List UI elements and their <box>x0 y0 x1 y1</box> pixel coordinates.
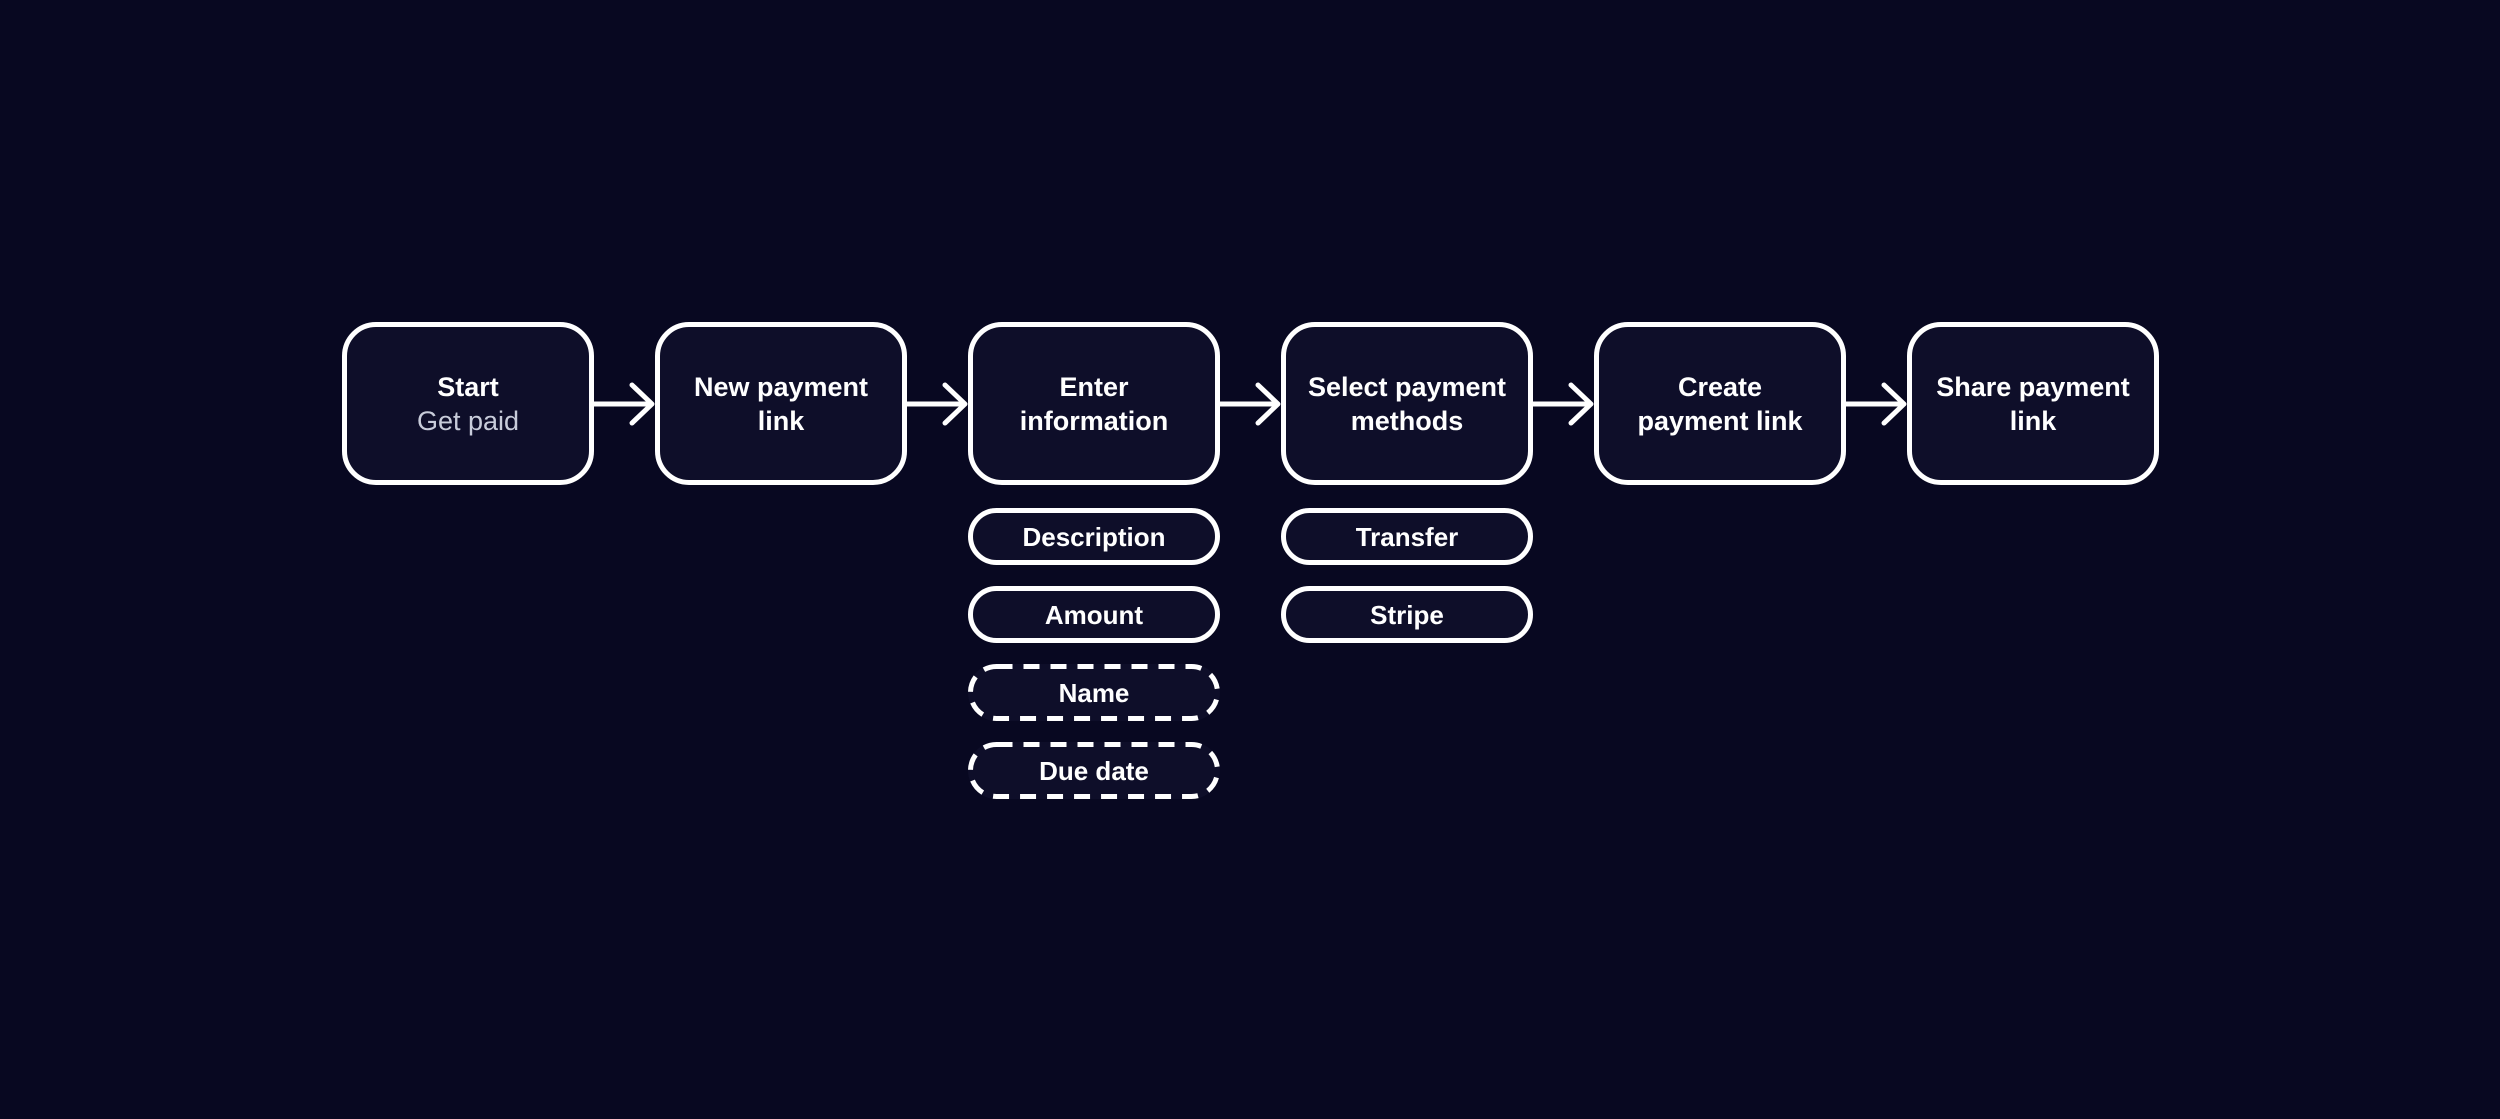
pill-name: Name <box>968 664 1220 721</box>
arrow-right-icon <box>907 382 968 426</box>
pill-amount: Amount <box>968 586 1220 643</box>
pill-label: Due date <box>1039 755 1149 786</box>
pill-label: Description <box>1022 521 1166 552</box>
arrow-right-icon <box>1533 382 1594 426</box>
pill-label: Stripe <box>1370 599 1444 630</box>
node-title: Create payment link <box>1637 371 1803 436</box>
flow-node-enter-information: Enter information <box>968 322 1220 485</box>
payment-link-flow: Start Get paid New payment link Enter in… <box>342 322 2159 799</box>
pill-label: Transfer <box>1355 521 1459 552</box>
flow-node-start: Start Get paid <box>342 322 594 485</box>
flow-node-new-payment-link: New payment link <box>655 322 907 485</box>
node-title: Enter information <box>1019 371 1169 436</box>
pill-transfer: Transfer <box>1281 508 1533 565</box>
flow-column-start: Start Get paid <box>342 322 594 485</box>
flow-column-select-payment-methods: Select payment methods Transfer Stripe <box>1281 322 1533 643</box>
flow-column-enter-information: Enter information Description Amount Nam… <box>968 322 1220 799</box>
pill-label: Amount <box>1044 599 1144 630</box>
arrow-right-icon <box>1846 382 1907 426</box>
flow-column-new-payment-link: New payment link <box>655 322 907 485</box>
pill-description: Description <box>968 508 1220 565</box>
pill-label: Name <box>1058 677 1130 708</box>
flow-column-create-payment-link: Create payment link <box>1594 322 1846 485</box>
node-title: New payment link <box>693 371 869 436</box>
node-title: Select payment methods <box>1307 371 1507 436</box>
node-title: Share payment link <box>1936 371 2130 436</box>
flow-node-share-payment-link: Share payment link <box>1907 322 2159 485</box>
node-subtitle: Get paid <box>416 405 520 436</box>
node-title: Start <box>437 371 499 402</box>
flow-column-share-payment-link: Share payment link <box>1907 322 2159 485</box>
pill-stripe: Stripe <box>1281 586 1533 643</box>
flow-node-create-payment-link: Create payment link <box>1594 322 1846 485</box>
flow-node-select-payment-methods: Select payment methods <box>1281 322 1533 485</box>
arrow-right-icon <box>594 382 655 426</box>
arrow-right-icon <box>1220 382 1281 426</box>
pill-due-date: Due date <box>968 742 1220 799</box>
